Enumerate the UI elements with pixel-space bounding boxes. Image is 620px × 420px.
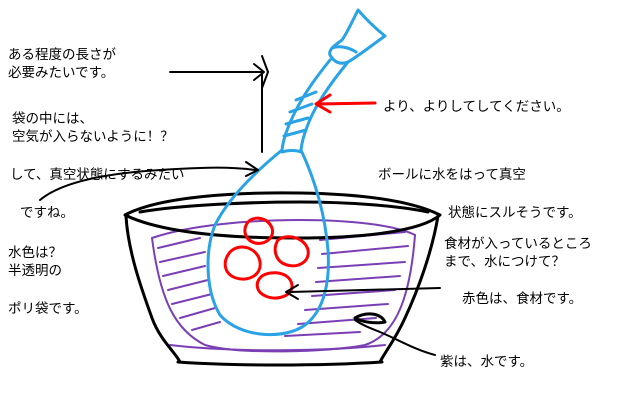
label-vacuum-line1-box: して、真空状態にするみたい [10, 166, 185, 184]
pointer-arrows [39, 55, 441, 356]
label-length-line1: ある程度の長さが [8, 47, 116, 63]
label-food-color: 赤色は、食材です。 [462, 290, 582, 308]
twist-arrow-red [314, 93, 377, 114]
label-length-line2: 必要みたいです。 [8, 65, 115, 81]
label-bowl-water-line1: ボールに水をはって真空 [378, 167, 526, 183]
label-twist-line: より、よりしてしてください。 [383, 99, 570, 115]
label-bag-color-line1: 水色は？ [8, 245, 62, 261]
label-vacuum-line2: ですね。 [20, 205, 74, 221]
label-bag-color: 水色は？ 半透明の [8, 244, 62, 280]
label-bowl-water-line2-box: 状態にスルそうです。 [448, 204, 582, 222]
label-food-color-line: 赤色は、食材です。 [462, 291, 583, 307]
bowl-black [123, 191, 442, 367]
label-vacuum-line2-box: ですね。 [20, 204, 74, 222]
label-dip-line2: まで、水につけて？ [444, 254, 565, 270]
label-water-color-line: 紫は、水です。 [440, 354, 534, 370]
label-vacuum-line1: して、真空状態にするみたい [10, 167, 185, 183]
label-dip: 食材が入っているところ まで、水につけて？ [444, 235, 592, 271]
label-no-air-line1: 袋の中には、 [12, 111, 93, 127]
label-bag-color-line2: 半透明の [8, 263, 62, 279]
label-bag-color-line3: ポリ袋です。 [8, 301, 88, 317]
label-bowl-water-line1-box: ボールに水をはって真空 [378, 166, 526, 184]
label-no-air-line2: 空気が入らないように！？ [12, 129, 174, 145]
bag-light-blue [206, 8, 387, 337]
label-water-color: 紫は、水です。 [440, 353, 533, 371]
water-purple [151, 219, 416, 353]
label-no-air: 袋の中には、 空気が入らないように！？ [12, 110, 174, 146]
food-red [223, 216, 310, 300]
label-twist: より、よりしてしてください。 [383, 98, 570, 116]
label-dip-line1: 食材が入っているところ [444, 236, 592, 252]
label-bowl-water-line2: 状態にスルそうです。 [448, 205, 582, 221]
label-length: ある程度の長さが 必要みたいです。 [8, 46, 116, 82]
label-bag-color-line3-box: ポリ袋です。 [8, 300, 88, 318]
